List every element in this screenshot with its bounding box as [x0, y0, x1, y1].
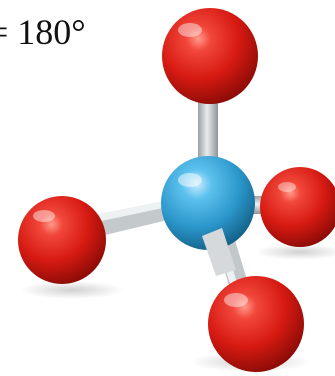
- atom-left: [18, 196, 106, 284]
- atom-top: [162, 8, 258, 104]
- bond-angle-caption: = 180°: [0, 12, 86, 52]
- atom-right: [260, 167, 335, 247]
- atom-center: [161, 156, 255, 250]
- atom-bottom: [208, 276, 304, 372]
- bond-bottom-front: [202, 228, 236, 276]
- bond-left: [95, 200, 176, 236]
- shadow-left: [20, 281, 124, 299]
- shadow-right: [255, 244, 335, 260]
